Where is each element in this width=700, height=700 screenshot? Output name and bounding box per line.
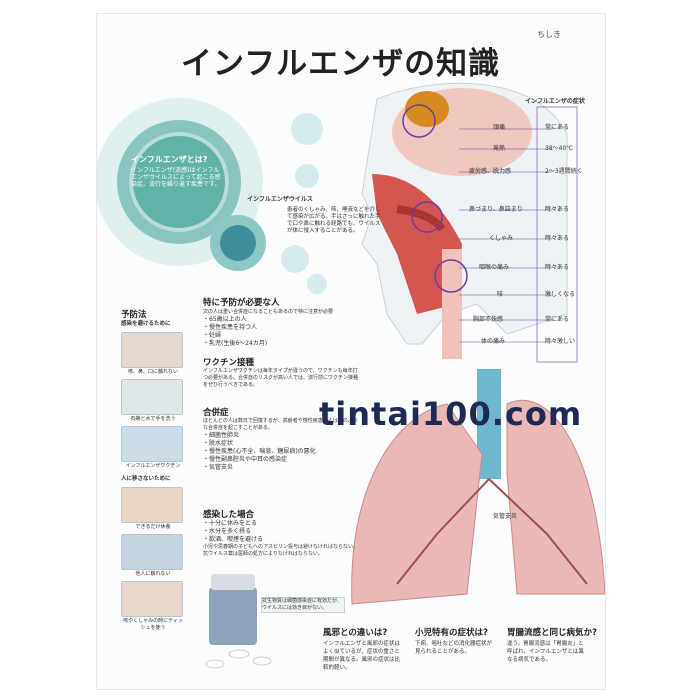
prevention-sub2: 人に移さないために (121, 476, 171, 482)
complication-item: ・慢性疾患(心不全、喘息、糖尿病)の悪化 (203, 448, 316, 455)
complications-heading: 合併症 (203, 408, 229, 418)
priority-item: ・慢性疾患を持つ人 (203, 324, 258, 331)
symptom-part: 体の痛み (481, 338, 506, 345)
title-ruby: ちしき (537, 30, 561, 39)
watermark: tintai100.com (319, 395, 583, 433)
rest-image (121, 487, 183, 523)
prevention-subheading: 感染を避けるために (121, 321, 171, 327)
bottom-heading: 小児特有の症状は? (415, 628, 488, 638)
priority-section: 特に予防が必要な人 次の人は重い合併症になることもあるので特に注意が必要 ・65… (203, 296, 359, 348)
virus-label: インフルエンザウイルス (247, 196, 313, 203)
symptom-level: 常にある (545, 124, 570, 131)
prevention-column: 予防法 感染を避けるために 咳、鼻、口に触れない 石鹸と水で手を洗う インフルエ… (121, 308, 185, 631)
symptom-level: 時々激しい (545, 338, 576, 345)
symptom-level: 時々ある (545, 264, 570, 271)
vaccine-body: インフルエンザワクチンは毎年タイプが違うので、ワクチンも毎年打つ必要がある。合併… (203, 368, 359, 388)
image-caption: 他人に触れない (135, 571, 171, 577)
image-caption: 石鹸と水で手を洗う (130, 416, 176, 422)
infected-item: ・十分に休みをとる (203, 520, 258, 527)
symptom-level: 38～40℃ (545, 145, 574, 152)
callout-heading: インフルエンザとは? (131, 155, 208, 164)
bottom-body: 下痢、嘔吐などの消化器症状が見られることがある。 (415, 641, 493, 655)
isolate-image (121, 534, 183, 570)
bottom-body: 違う。胃腸流感は「胃腸炎」と呼ばれ、インフルエンザとは異なる病気である。 (507, 641, 584, 663)
symptom-part: 疲労感、脱力感 (469, 168, 512, 175)
face-image (121, 332, 183, 368)
vaccine-section: ワクチン接種 インフルエンザワクチンは毎年タイプが違うので、ワクチンも毎年打つ必… (203, 356, 359, 389)
complication-item: ・細菌性肺炎 (203, 432, 240, 439)
callout-body: インフルエンザ(流感)はインフルエンザウイルスによって起こる感染症。流行を繰り返… (131, 167, 221, 188)
symptom-part: 発熱 (493, 145, 506, 152)
priority-item: ・乳児(生後6～24カ月) (203, 340, 268, 347)
symptom-level: 時々ある (545, 206, 570, 213)
tissue-image (121, 581, 183, 617)
symptom-part: くしゃみ (489, 235, 514, 242)
vaccine-image (121, 426, 183, 462)
priority-lead: 次の人は重い合併症になることもあるので特に注意が必要 (203, 309, 334, 315)
bottom-heading: 風邪との違いは? (323, 628, 388, 638)
page-title: インフルエンザの知識 (181, 46, 501, 82)
symptom-level: 2～3週間続く (545, 168, 583, 175)
image-caption: 咳やくしゃみの時にティッシュを使う (123, 618, 183, 631)
poster-illustration (97, 82, 605, 669)
complication-item: ・脱水症状 (203, 440, 234, 447)
infected-item: ・水分を多く摂る (203, 528, 252, 535)
complications-body: ほとんどの人は数日で回復するが、高齢者や慢性疾患の人は次のような合併症を起こすこ… (203, 418, 358, 431)
infected-item: ・飲酒、喫煙を避ける (203, 536, 264, 543)
handwash-image (121, 379, 183, 415)
symptom-level: 時々ある (545, 235, 570, 242)
medicine-note: 抗生物質は細菌感染症に有効だが、ウイルスには効き目がない。 (261, 597, 345, 613)
infected-heading: 感染した場合 (203, 510, 255, 520)
lung-right (506, 399, 605, 595)
lung-left (351, 403, 483, 605)
prevention-heading: 予防法 (121, 310, 147, 320)
complications-section: 合併症 ほとんどの人は数日で回復するが、高齢者や慢性疾患の人は次のような合併症を… (203, 406, 359, 472)
airway-label: 気管支炎 (493, 513, 518, 520)
symptom-header: インフルエンザの症状 (525, 98, 585, 105)
image-caption: できるだけ休養 (135, 524, 171, 530)
priority-heading: 特に予防が必要な人 (203, 298, 280, 308)
symptom-part: 咳 (497, 291, 504, 298)
virus-text: 患者のくしゃみ、咳、唾液などを介して感染が広がる。手はさっに触れた手で口や鼻に触… (287, 207, 381, 234)
complication-item: ・気管支炎 (203, 464, 234, 471)
symptom-level: 常にある (545, 316, 570, 323)
infected-section: 感染した場合 ・十分に休みをとる ・水分を多く摂る ・飲酒、喫煙を避ける 小児や… (203, 508, 359, 558)
medicine-bottle (209, 587, 257, 645)
symptom-part: 咽喉の痛み (479, 264, 510, 271)
complication-item: ・慢性副鼻腔炎や中耳の感染症 (203, 456, 288, 463)
bottom-body: インフルエンザと風邪の症状はよく似ているが、症状の重さと期間が異なる。風邪の症状… (323, 641, 401, 671)
virus-bubble-icon (291, 113, 323, 145)
symptom-part: 頭痛 (493, 124, 506, 131)
influenza-callout: インフルエンザとは? インフルエンザ(流感)はインフルエンザウイルスによって起こ… (131, 154, 223, 208)
infected-body: 小児や思春期の子どもへのアスピリン投与は避けなければならない。抗ウイルス薬は医師… (203, 544, 359, 557)
bottom-heading: 胃腸流感と同じ病気か? (507, 628, 597, 638)
poster: インフルエンザの知識 ちしき インフルエンザとは? インフルエンザ(流感)はイン… (96, 13, 606, 690)
vaccine-heading: ワクチン接種 (203, 358, 255, 368)
priority-item: ・妊婦 (203, 332, 222, 339)
virus-large-icon (97, 98, 263, 266)
symptom-part: 胸部不快感 (473, 316, 504, 323)
image-caption: 咳、鼻、口に触れない (127, 369, 178, 375)
image-caption: インフルエンザワクチン (125, 463, 181, 469)
symptom-level: 激しくなる (545, 291, 576, 298)
priority-item: ・65歳以上の人 (203, 316, 247, 323)
symptom-part: 鼻づまり、鼻詰まり (469, 206, 523, 213)
